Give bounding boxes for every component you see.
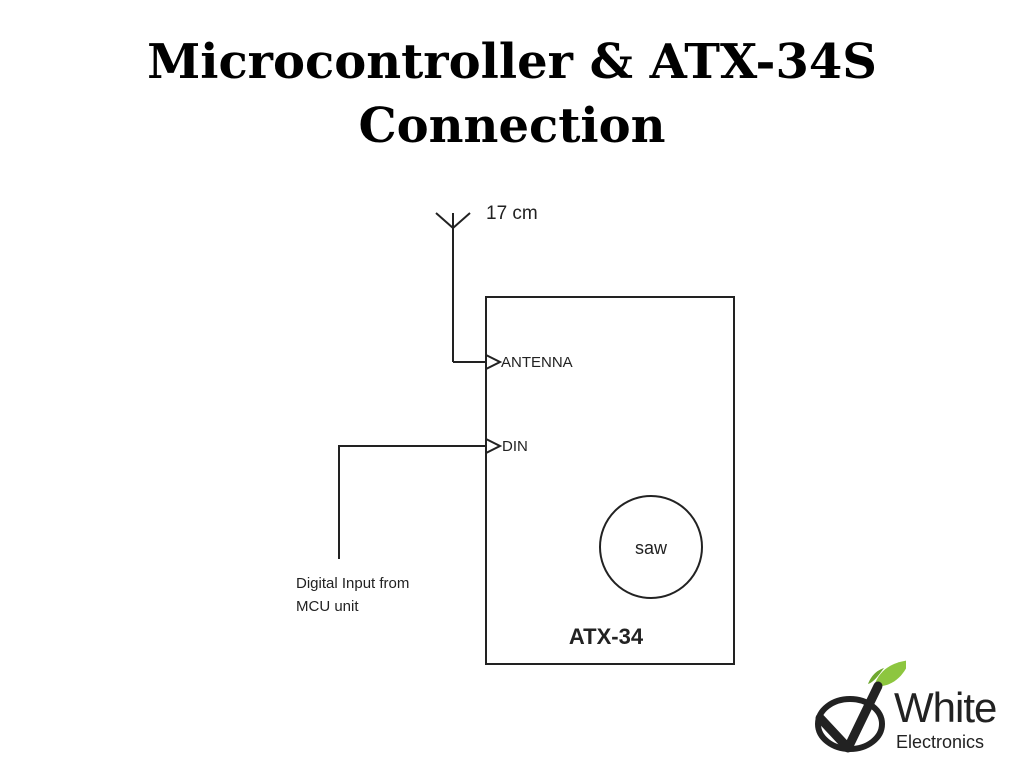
digital-input-wire xyxy=(338,445,486,559)
logo-subtitle: Electronics xyxy=(896,732,985,752)
antenna-length-label: 17 cm xyxy=(486,203,538,224)
slide-title-line-2: Connection xyxy=(358,98,666,154)
input-label-line-2: MCU unit xyxy=(296,598,359,615)
antenna-pin-arrow-icon xyxy=(485,353,503,371)
atx-34-module-box xyxy=(485,296,735,665)
pin-antenna-label: ANTENNA xyxy=(501,354,573,371)
slide-title: Microcontroller & ATX-34S Connection xyxy=(0,30,1024,158)
slide-title-line-1: Microcontroller & ATX-34S xyxy=(147,34,877,90)
pin-din-label: DIN xyxy=(502,438,528,455)
white-electronics-logo: White Electronics xyxy=(806,656,1018,760)
module-name-label: ATX-34 xyxy=(569,624,644,649)
logo-wordmark: White xyxy=(894,684,997,731)
saw-resonator-circle xyxy=(599,495,703,599)
antenna-icon xyxy=(435,212,471,362)
logo-mark-icon xyxy=(815,660,906,753)
input-label-line-1: Digital Input from xyxy=(296,575,409,592)
saw-label: saw xyxy=(635,538,668,558)
